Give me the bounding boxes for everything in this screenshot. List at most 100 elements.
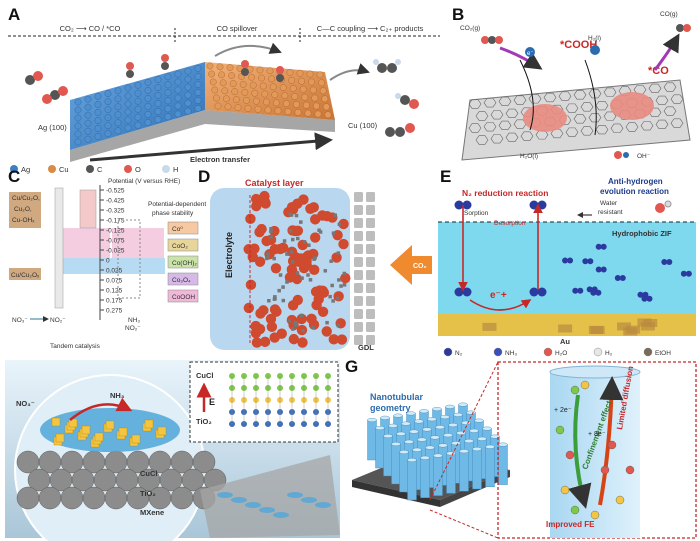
c-tick-label: -0.425 (106, 198, 125, 205)
f-no3-label: NO₃⁻ (16, 399, 35, 408)
legend-o-icon (124, 165, 132, 173)
e-legend-icon (643, 347, 653, 357)
zif-layer (438, 222, 696, 314)
catalyst-particles (243, 190, 351, 348)
cucl-blocks (51, 417, 167, 448)
oh-label: OH⁻ (637, 153, 650, 160)
e-legend-label: H₂ (605, 350, 613, 357)
e-legend-label: N₂ (455, 350, 463, 357)
hl-label: H₂(l) (588, 35, 601, 42)
legend-ag-label: Ag (21, 165, 30, 174)
svg-text:Cu₂O,: Cu₂O, (14, 206, 32, 213)
e-legend-icon (543, 347, 553, 357)
c-ticks: -0.525 -0.425 -0.325 -0.175 -0.125 -0.075 -0.0… (100, 188, 125, 315)
n2-reduction-label: N₂ reduction reaction (462, 188, 548, 198)
g-nanotubular-2: geometry (370, 403, 411, 413)
svg-text:CO₂: CO₂ (413, 263, 427, 270)
water-resistant-2: resistant (598, 209, 623, 216)
c-tick-label: 0.075 (106, 278, 123, 285)
legend-o-label: O (135, 165, 141, 174)
c-tick-label: -0.175 (106, 218, 125, 225)
catalyst-layer-label: Catalyst layer (245, 178, 304, 188)
legend-h-label: H (173, 165, 178, 174)
c-right-species: Co⁰ CoO₂ Co(OH)₂ Co₃O₄ CoOOH (167, 221, 199, 303)
e-legend-icon (593, 347, 603, 357)
c-tick-label: 0.275 (106, 308, 123, 315)
c-right-species-label: CoO₂ (172, 243, 188, 250)
cluster-left (523, 104, 567, 132)
g-improved-fe: Improved FE (546, 520, 595, 529)
g-eight-e: + 8e⁻ (588, 431, 606, 438)
anti-her-label-1: Anti-hydrogen (608, 177, 663, 186)
c-right-species-label: Co(OH)₂ (172, 260, 197, 267)
panel-d: D Electrolyte Catalyst layer GDL CO₂ (198, 167, 432, 352)
c-left-species-box (9, 192, 41, 228)
c-tick-label: 0.125 (106, 288, 123, 295)
c-tick-label: 0 (106, 258, 110, 265)
c-tick-label: -0.125 (106, 228, 125, 235)
water-resistant-1: Water (600, 200, 618, 207)
g-two-e: + 2e⁻ (554, 407, 572, 414)
c-right-species-label: Co₃O₄ (172, 277, 191, 284)
panel-b-label: B (452, 5, 464, 24)
svg-text:TiO₂: TiO₂ (196, 417, 212, 426)
c-phase-title-2: phase stability (152, 210, 194, 217)
panel-g-label: G (345, 357, 358, 376)
electron-transfer-label: Electron transfer (190, 155, 250, 164)
gdl-label: GDL (358, 343, 374, 352)
svg-text:NO₃⁻: NO₃⁻ (12, 317, 28, 324)
sorption-label: Sorption (464, 210, 489, 217)
co-molecules (25, 54, 419, 137)
f-nh3-label: NH₃ (110, 391, 125, 400)
svg-text:Cu/Cu₂Oₓ: Cu/Cu₂Oₓ (11, 272, 40, 279)
svg-text:NH₃: NH₃ (128, 317, 140, 324)
cog-label: CO(g) (660, 11, 678, 18)
legend-ag-icon (10, 165, 18, 173)
electron-transfer-arrow (89, 132, 333, 162)
co-label: *CO (648, 65, 669, 77)
c-tick-label: -0.025 (106, 248, 125, 255)
svg-text:Cu-OHₓ: Cu-OHₓ (12, 217, 35, 224)
legend-h-icon (162, 165, 170, 173)
panel-a-legend: Ag Cu C O H (10, 165, 178, 174)
c-left-species-box-2 (9, 268, 41, 280)
c-tick-label: 0.175 (106, 298, 123, 305)
svg-text:NO₂⁻: NO₂⁻ (50, 317, 66, 324)
f-inset-lattice (229, 373, 331, 427)
c-phase-title-1: Potential-dependent (148, 201, 206, 208)
c-tick-label: -0.325 (106, 208, 125, 215)
panel-e-label: E (440, 167, 451, 186)
cluster-right (610, 92, 654, 120)
legend-c-label: C (97, 165, 103, 174)
c-tandem: Tandem catalysis (50, 343, 101, 350)
h2o-label: H₂O(l) (520, 153, 538, 160)
panel-b: B CO₂(g) *COOH *CO CO(g) e⁻ H₂(l) H₂O(l)… (452, 5, 691, 161)
c-right-species-label: Co⁰ (172, 226, 183, 233)
panel-e: E N₂ reduction reaction Anti-hydrogen ev… (438, 167, 696, 357)
svg-text:E: E (209, 397, 215, 407)
c-tick-label: -0.525 (106, 188, 125, 195)
ag-atoms (74, 65, 202, 146)
c-tick-label: -0.075 (106, 238, 125, 245)
panel-a: A CO₂ ⟶ CO / *CO CO spillover C—C coupli… (8, 5, 440, 174)
stage-co2-to-co: CO₂ ⟶ CO / *CO (60, 24, 121, 33)
gdl-squares (354, 192, 375, 345)
legend-c-icon (86, 165, 94, 173)
svg-text:CuCl: CuCl (196, 371, 214, 380)
ag-label: Ag (100) (38, 123, 67, 132)
stage-co-spillover: CO spillover (217, 24, 258, 33)
desorption-label: Desorption (494, 220, 526, 227)
au-label: Au (560, 337, 570, 346)
e-legend-label: NH₃ (505, 350, 517, 357)
panel-a-label: A (8, 5, 20, 24)
c-right-species-label: CoOOH (172, 294, 195, 301)
legend-cu-label: Cu (59, 165, 69, 174)
panel-c-label: C (8, 167, 20, 186)
electrolyte-label: Electrolyte (224, 232, 234, 278)
f-cucl-label: CuCl (140, 469, 158, 478)
f-substrate-spheres (16, 450, 227, 510)
e-legend-label: H₂O (555, 350, 567, 357)
svg-text:Cu/Cu₂O,: Cu/Cu₂O, (12, 195, 40, 202)
